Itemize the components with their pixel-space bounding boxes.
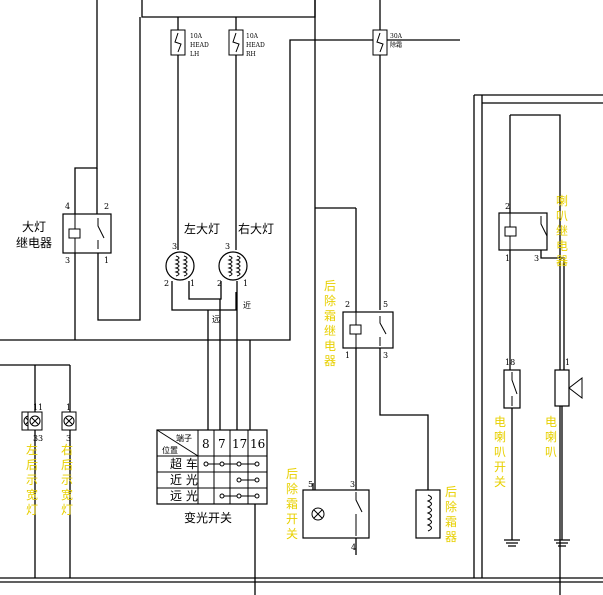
defrost-relay: 2 5 1 3	[342, 300, 394, 360]
defrost-relay-label: 后除霜继电器	[324, 279, 336, 368]
horn-relay: 2 1 3	[498, 202, 548, 263]
horn-label: 电喇叭	[545, 415, 557, 459]
fuse-defrost-rating: 30A	[390, 33, 403, 40]
switch-col-17: 17	[232, 437, 247, 451]
defrost-switch-pin-3: 3	[350, 480, 355, 489]
defrost-element	[415, 489, 441, 539]
horn-relay-pin-1: 1	[505, 254, 510, 263]
switch-row-overtake: 超 车	[170, 456, 198, 471]
side-lamp-1-pin-bottom: 3	[38, 434, 43, 443]
fuse-rh-line3: RH	[246, 51, 256, 58]
horn-relay-pin-2: 2	[505, 202, 510, 211]
switch-header-terminal: 端子	[176, 433, 192, 443]
switch-col-7: 7	[218, 437, 226, 451]
defrost-switch: 5 3 4	[302, 480, 370, 552]
switch-col-16: 16	[250, 437, 265, 451]
defrost-relay-pin-5: 5	[383, 300, 388, 309]
fuse-lh: 10A HEAD LH	[170, 29, 209, 58]
horn-switch-label: 电喇叭开关	[494, 415, 506, 489]
defrost-relay-pin-3: 3	[383, 351, 388, 360]
right-headlamp-pin-2: 2	[217, 279, 222, 288]
horn-relay-label: 喇叭继电器	[556, 193, 568, 268]
side-lamp-0-pin-bottom: 3	[33, 434, 38, 443]
switch-caption: 变光开关	[184, 510, 232, 525]
fuse-lh-rating: 10A	[190, 33, 203, 40]
fuse-rh-line2: HEAD	[246, 42, 265, 49]
defrost-relay-pin-2: 2	[345, 300, 350, 309]
horn-switch: 18	[503, 358, 521, 409]
fuse-defrost-line2: 除霜	[390, 41, 402, 49]
headlamp-relay-label-2: 继电器	[16, 236, 52, 250]
side-lamp-1-label: 左后示宽灯	[26, 442, 38, 517]
defrost-element-label: 后除霜器	[445, 485, 457, 544]
wire-label-near: 近	[243, 300, 251, 310]
side-lamp-1-pin-top: 1	[38, 403, 43, 412]
right-headlamp-pin-3: 3	[225, 242, 230, 251]
defrost-switch-label: 后除霜开关	[286, 467, 298, 541]
fuse-lh-line3: LH	[190, 51, 199, 58]
headlamp-relay: 4 2 3 1 大灯 继电器	[16, 202, 112, 265]
side-lamp-2-pin-top: 1	[66, 403, 71, 412]
headlamp-relay-pin-2: 2	[104, 202, 109, 211]
defrost-relay-pin-1: 1	[345, 351, 350, 360]
side-lamp-1: 1 3	[27, 403, 43, 443]
wire-label-far: 远	[212, 315, 220, 324]
right-headlamp-pin-1: 1	[243, 279, 248, 288]
horn-pin: 1	[565, 358, 570, 367]
fuse-rh-rating: 10A	[246, 33, 259, 40]
defrost-switch-pin-4: 4	[351, 543, 356, 552]
switch-col-8: 8	[202, 437, 210, 451]
defrost-switch-pin-5: 5	[308, 480, 313, 489]
left-headlamp-label: 左大灯	[184, 221, 220, 236]
left-headlamp-pin-2: 2	[164, 279, 169, 288]
right-headlamp: 3 2 1 右大灯	[217, 221, 274, 288]
fuse-rh: 10A HEAD RH	[228, 29, 265, 58]
switch-row-low-beam: 近 光	[170, 473, 198, 487]
fuse-lh-line2: HEAD	[190, 42, 209, 49]
horn: 1	[554, 358, 583, 407]
left-headlamp: 3 2 1 左大灯	[164, 221, 220, 288]
left-headlamp-pin-1: 1	[190, 279, 195, 288]
headlamp-relay-label-1: 大灯	[22, 220, 46, 234]
headlamp-relay-pin-1: 1	[104, 256, 109, 265]
horn-switch-pin: 18	[505, 358, 515, 367]
switch-row-high-beam: 远 光	[170, 489, 198, 503]
right-headlamp-label: 右大灯	[238, 221, 274, 236]
switch-header-position: 位置	[162, 445, 178, 455]
side-lamp-2: 1 3	[61, 403, 77, 443]
side-lamp-0-pin-top: 1	[33, 403, 38, 412]
headlamp-relay-pin-4: 4	[65, 202, 70, 211]
horn-relay-pin-3: 3	[534, 254, 539, 263]
dimmer-switch-table: 端子 位置 8 7 17 16 超 车 近 光 远 光 变光开关	[156, 429, 268, 525]
fuse-defrost: 30A 除霜	[372, 29, 403, 56]
side-lamp-2-pin-bottom: 3	[66, 434, 71, 443]
left-headlamp-pin-3: 3	[172, 242, 177, 251]
side-lamp-2-label: 右后示宽灯	[61, 442, 73, 517]
headlamp-relay-pin-3: 3	[65, 256, 70, 265]
